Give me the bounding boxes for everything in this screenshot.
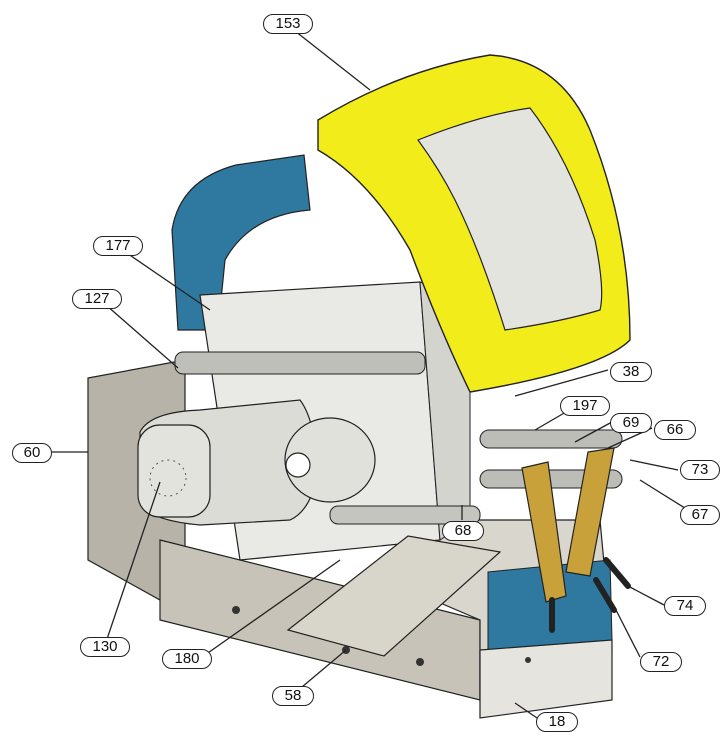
callout-18: 18 xyxy=(536,712,578,732)
callout-127: 127 xyxy=(72,289,122,309)
clamp-handle-74 xyxy=(603,557,631,589)
callout-38: 38 xyxy=(610,362,652,382)
gearbox-shaft xyxy=(285,452,311,478)
vice-lever-right xyxy=(565,447,615,577)
callout-67: 67 xyxy=(680,505,720,525)
motor-fan-cover xyxy=(137,424,211,518)
leader-lines xyxy=(52,30,689,721)
blue-frame-arm xyxy=(171,154,311,331)
callout-60: 60 xyxy=(12,443,52,463)
fan-vent xyxy=(149,459,187,497)
callout-73: 73 xyxy=(680,460,720,480)
callout-69: 69 xyxy=(610,413,652,433)
guide-rod xyxy=(329,505,481,525)
gearbox xyxy=(284,417,376,503)
callout-68: 68 xyxy=(442,521,484,541)
callout-197: 197 xyxy=(560,396,610,416)
callout-153: 153 xyxy=(263,14,313,34)
base-bolt xyxy=(232,606,240,614)
callout-74: 74 xyxy=(664,596,706,616)
callout-180: 180 xyxy=(162,649,212,669)
vice-lever-left xyxy=(521,461,567,603)
base-bolt xyxy=(416,658,424,666)
base-bolt xyxy=(525,657,531,663)
vice-rod-upper xyxy=(479,429,623,449)
callout-58: 58 xyxy=(272,686,314,706)
guide-bar xyxy=(174,351,426,375)
callout-130: 130 xyxy=(80,637,130,657)
callout-66: 66 xyxy=(654,420,696,440)
clamp-handle-right xyxy=(593,577,617,613)
foot-block xyxy=(479,639,613,719)
callout-177: 177 xyxy=(93,236,143,256)
cover-window xyxy=(417,107,603,331)
callout-72: 72 xyxy=(640,652,682,672)
swing-tray xyxy=(286,535,502,657)
